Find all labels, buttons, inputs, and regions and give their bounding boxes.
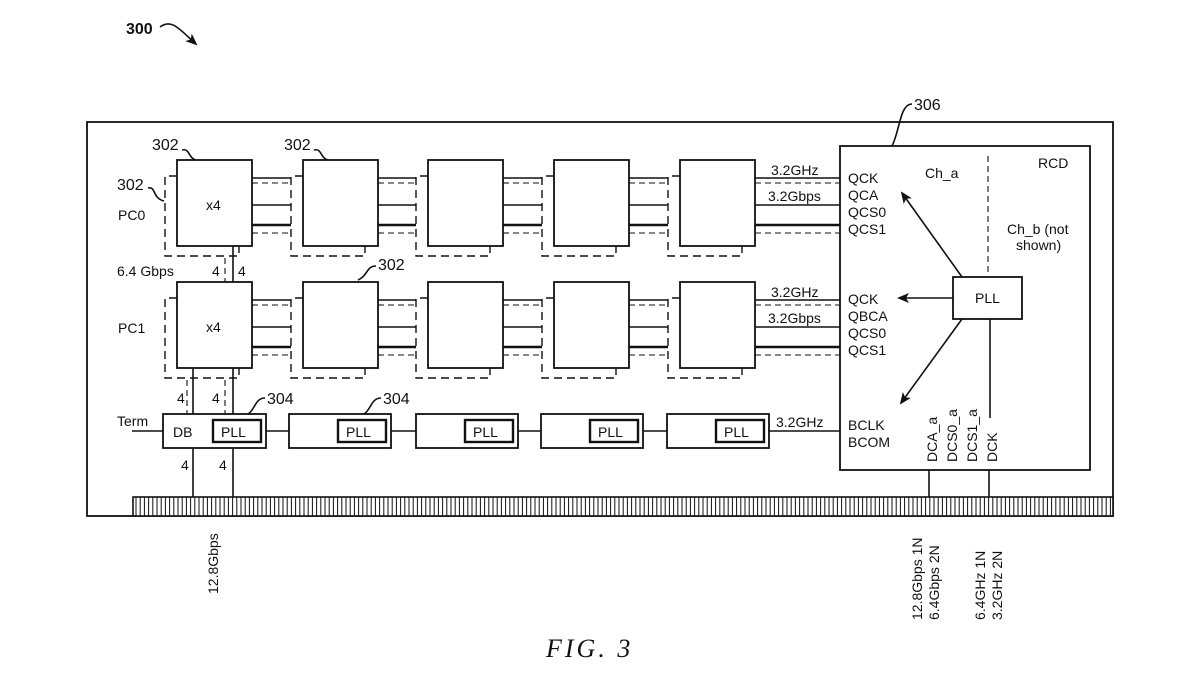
row-ca-signal-label: 3.2Gbps xyxy=(768,188,821,204)
dram-chip xyxy=(176,281,253,369)
row-pc1: 3.2GHz 3.2Gbps xyxy=(164,281,840,379)
dram-chip xyxy=(427,281,504,369)
db-pll-label: PLL xyxy=(221,424,246,440)
rcd-pin-qck: QCK xyxy=(848,170,879,186)
ref-302-a: 302 xyxy=(152,137,179,154)
rcd-pin-qca: QCA xyxy=(848,187,879,203)
db-lower-width-left: 4 xyxy=(181,457,189,473)
dram-chip xyxy=(553,159,630,247)
between-rows-width-right: 4 xyxy=(238,263,246,279)
db-upper-width-left: 4 xyxy=(177,390,185,406)
channel-a-label: Ch_a xyxy=(925,165,959,181)
ref-302-c: 302 xyxy=(117,177,144,194)
row-clock-signal-label: 3.2GHz xyxy=(771,284,818,300)
rcd-pll xyxy=(952,276,1023,320)
ref-304-a: 304 xyxy=(267,391,294,408)
dram-chip-backside xyxy=(164,297,240,379)
db-edge-rate: 12.8Gbps xyxy=(205,533,221,594)
pc0-label: PC0 xyxy=(118,207,145,223)
db-label: DB xyxy=(173,424,192,440)
dram-chip-backside xyxy=(415,297,491,379)
pll-arrow-bclk xyxy=(899,318,963,405)
rcd-title: RCD xyxy=(1038,155,1068,171)
ref-306: 306 xyxy=(914,97,941,114)
between-rows-width-left: 4 xyxy=(212,263,220,279)
buffer-row: PLL PLL PLL PLL xyxy=(266,413,770,449)
ca-rate-1n: 12.8Gbps 1N xyxy=(909,538,925,621)
data-buffer-pll-label: PLL xyxy=(598,424,623,440)
ck-rate-1n: 6.4GHz 1N xyxy=(972,551,988,620)
pin-dca-a: DCA_a xyxy=(924,417,940,462)
data-buffer-pll-label: PLL xyxy=(473,424,498,440)
dram-chip xyxy=(427,159,504,247)
rcd-pll-label: PLL xyxy=(975,290,1000,306)
term-label: Term xyxy=(117,413,148,429)
rcd-pin-qcs0: QCS0 xyxy=(848,204,886,220)
db-pll xyxy=(211,418,263,444)
ref-306-leader xyxy=(891,103,913,147)
rcd-pin-bcom: BCOM xyxy=(848,434,890,450)
dram-chip xyxy=(553,281,630,369)
dram-chip xyxy=(176,159,253,247)
pc1-label: PC1 xyxy=(118,320,145,336)
bclk-signal-label: 3.2GHz xyxy=(776,414,823,430)
row-ca-signal-label: 3.2Gbps xyxy=(768,310,821,326)
ref-302-d-leader xyxy=(357,265,377,281)
rcd-pin-qcs1: QCS1 xyxy=(848,342,886,358)
pll-arrow-qca xyxy=(900,191,963,278)
db-lower-width-right: 4 xyxy=(219,457,227,473)
pin-dcs1-a: DCS1_a xyxy=(964,409,980,462)
edge-connector xyxy=(132,496,1114,517)
row-clock-signal-label: 3.2GHz xyxy=(771,162,818,178)
dram-chip xyxy=(679,281,756,369)
rcd-pin-qbca: QBCA xyxy=(848,308,888,324)
data-buffer-pll xyxy=(463,418,515,444)
channel-b-label-1: Ch_b (not xyxy=(1007,221,1069,237)
data-buffer-pll-label: PLL xyxy=(346,424,371,440)
figure-ref-300: 300 xyxy=(126,21,153,38)
data-buffer-pll-label: PLL xyxy=(724,424,749,440)
rcd-pin-bclk: BCLK xyxy=(848,417,885,433)
dram-chip xyxy=(679,159,756,247)
pin-dcs0-a: DCS0_a xyxy=(944,409,960,462)
ref-302-c-leader xyxy=(147,187,165,202)
rcd-pin-qcs0: QCS0 xyxy=(848,325,886,341)
ref-302-d: 302 xyxy=(378,257,405,274)
between-rows-rate: 6.4 Gbps xyxy=(117,263,174,279)
db-upper-width-right: 4 xyxy=(212,390,220,406)
ca-rate-2n: 6.4Gbps 2N xyxy=(926,545,942,620)
ref-304-a-leader xyxy=(247,397,266,415)
row-pc0: 3.2GHz 3.2Gbps xyxy=(164,159,840,257)
ref-304-b-leader xyxy=(363,397,382,415)
rcd-pin-qck: QCK xyxy=(848,291,879,307)
ref-302-b: 302 xyxy=(284,137,311,154)
dram-chip-backside xyxy=(667,175,743,257)
chip-pc1-width-label: x4 xyxy=(206,319,221,335)
data-buffer-pll xyxy=(336,418,388,444)
dram-chip-backside xyxy=(541,175,617,257)
channel-b-label-2: shown) xyxy=(1016,237,1061,253)
dram-chip-backside xyxy=(290,175,366,257)
pin-dck: DCK xyxy=(984,432,1000,462)
data-buffer-pll xyxy=(588,418,640,444)
rcd-pin-qcs1: QCS1 xyxy=(848,221,886,237)
dram-chip xyxy=(302,159,379,247)
ref-300-arrow xyxy=(159,23,198,46)
dram-chip-backside xyxy=(164,175,240,257)
dram-chip-backside xyxy=(541,297,617,379)
dram-chip-backside xyxy=(290,297,366,379)
dram-chip xyxy=(302,281,379,369)
dram-chip-backside xyxy=(667,297,743,379)
dram-chip-backside xyxy=(415,175,491,257)
ref-304-b: 304 xyxy=(383,391,410,408)
data-buffer-pll xyxy=(714,418,766,444)
figure-caption: FIG. 3 xyxy=(545,634,633,663)
ck-rate-2n: 3.2GHz 2N xyxy=(989,551,1005,620)
chip-pc0-width-label: x4 xyxy=(206,197,221,213)
